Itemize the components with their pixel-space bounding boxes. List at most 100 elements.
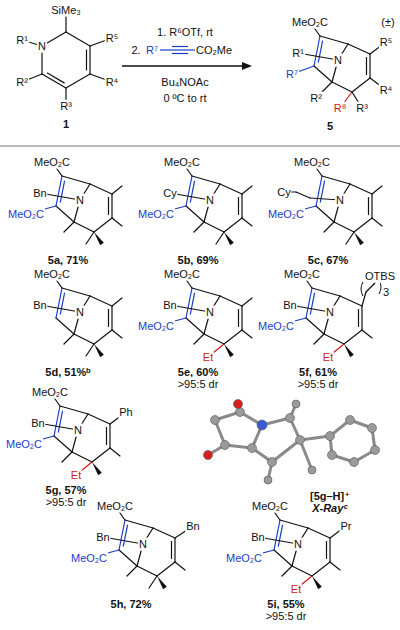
bond — [186, 176, 192, 206]
bond — [54, 406, 60, 436]
bond — [372, 218, 382, 226]
bond — [314, 36, 320, 66]
structure-label: Bn — [30, 417, 45, 430]
bond — [66, 74, 90, 88]
structure-label: Cy — [276, 186, 291, 199]
bond — [366, 284, 374, 292]
structure-label: MeO₂C — [33, 156, 71, 169]
structure-label: N — [325, 306, 335, 319]
structure-label: MeO₂C — [137, 320, 175, 333]
bond — [334, 222, 354, 232]
bond — [312, 562, 330, 576]
bond — [153, 528, 175, 538]
bond — [316, 206, 334, 222]
xray-structure — [208, 404, 375, 480]
bond — [64, 222, 74, 232]
bond — [74, 222, 94, 232]
bond — [62, 288, 90, 296]
structure-label: R⁴ — [379, 84, 394, 97]
bond — [90, 296, 112, 306]
bond — [192, 288, 220, 296]
bond — [92, 448, 110, 462]
bond — [306, 318, 324, 334]
bond — [137, 566, 157, 576]
bond — [175, 562, 185, 570]
structure-label: 0 ºC to rt — [162, 92, 207, 105]
structure-label: 5e, 60% — [177, 366, 219, 379]
bond — [171, 542, 172, 559]
bond — [62, 176, 90, 184]
structure-label: MeO₂C — [163, 268, 201, 281]
bond — [346, 232, 354, 244]
bond — [106, 428, 107, 445]
bond — [314, 334, 324, 344]
structure-label: R⁸ — [333, 102, 348, 115]
bond — [316, 176, 322, 206]
separator-line — [0, 146, 400, 147]
bond — [56, 206, 74, 222]
bond — [332, 82, 352, 92]
structure-label: R¹ — [15, 34, 29, 47]
bond — [324, 222, 334, 232]
bond — [310, 293, 314, 314]
bond — [204, 222, 224, 232]
structure-label: 1 — [62, 118, 70, 131]
bond — [47, 73, 64, 83]
bond — [242, 186, 252, 194]
structure-label: Bn — [282, 299, 297, 312]
bond — [42, 74, 66, 88]
bond — [86, 344, 94, 356]
bond — [56, 318, 74, 334]
bond — [111, 194, 112, 218]
structure-label: MeO₂C — [7, 208, 45, 221]
structure-label: CO₂Me — [195, 44, 233, 57]
structure-label: R¹ — [291, 47, 305, 60]
structure-label: 5b, 69% — [177, 254, 220, 267]
bond — [194, 334, 204, 344]
bond — [324, 334, 344, 344]
structure-label: 5a, 71% — [47, 254, 89, 267]
arrow-head — [242, 62, 252, 70]
bond — [242, 330, 252, 338]
bond — [220, 296, 242, 306]
bond — [112, 330, 122, 338]
bond — [112, 186, 122, 194]
bond — [74, 334, 94, 344]
bond — [190, 181, 194, 202]
bond — [62, 452, 72, 462]
bond — [348, 44, 370, 54]
structure-label: Bn — [162, 299, 177, 312]
bond — [112, 218, 122, 226]
bond — [241, 306, 242, 330]
structure-label: MeO₂C — [96, 500, 134, 513]
xray-atoms — [204, 400, 380, 485]
bond — [366, 58, 367, 75]
structure-label: N — [205, 306, 215, 319]
structure-label: R² — [309, 92, 323, 105]
bond — [127, 566, 137, 576]
bond — [60, 181, 64, 202]
structure-label: Et — [322, 351, 334, 364]
wedge-bond — [94, 232, 104, 245]
structure-label: MeO₂C — [225, 552, 263, 565]
structure-label: MeO₂C — [70, 552, 108, 565]
wedge-bond — [344, 344, 354, 357]
bond — [94, 218, 112, 232]
structure-label: SiMe₃ — [50, 4, 82, 17]
bond — [64, 334, 74, 344]
bond — [86, 50, 87, 70]
structure-label: Et — [202, 351, 214, 364]
bond — [194, 222, 204, 232]
structure-label: N — [293, 538, 303, 551]
structure-label: >95:5 dr — [265, 610, 308, 623]
bond — [361, 306, 362, 330]
wedge-bond — [224, 232, 234, 245]
structure-label: MeO₂C — [163, 156, 201, 169]
bond — [340, 296, 362, 306]
bond — [278, 525, 282, 546]
bond — [58, 411, 62, 432]
bond — [344, 330, 362, 344]
structure-label: MeO₂C — [137, 208, 175, 221]
bond — [242, 298, 252, 306]
bond — [216, 232, 224, 244]
